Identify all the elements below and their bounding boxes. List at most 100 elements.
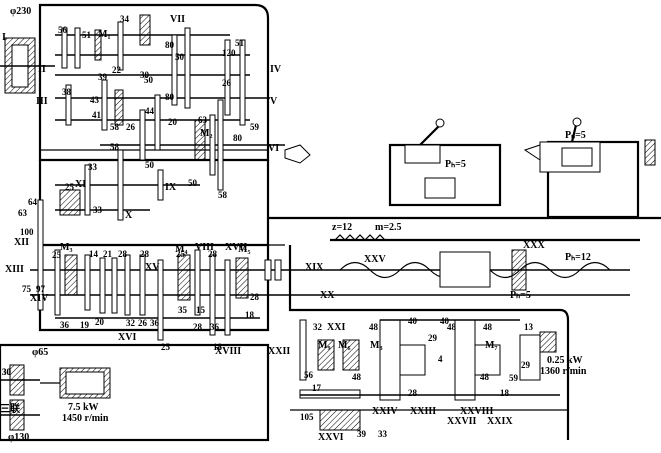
gear-teeth-label-29: 33 xyxy=(93,205,103,215)
input-pulley xyxy=(0,37,55,94)
gear-teeth-label-26: 58 xyxy=(110,142,120,152)
gear-teeth-label-72: 4 xyxy=(438,354,443,364)
gear-teeth-label-20: 50 xyxy=(188,178,198,188)
shaft-III: III xyxy=(36,96,48,107)
gear-teeth-label-15: 50 xyxy=(144,75,154,85)
shaft-V: V xyxy=(270,96,278,107)
gear-teeth-label-56: 48 xyxy=(369,322,379,332)
gear-teeth-label-51: 28 xyxy=(208,249,218,259)
gear-teeth-label-39: 28 xyxy=(118,249,128,259)
gear-teeth-label-5: 120 xyxy=(222,48,236,58)
gear-teeth-label-63: 48 xyxy=(352,372,362,382)
gear-teeth-label-34: 97 xyxy=(36,284,46,294)
clutch-M8: M₈ xyxy=(370,340,382,351)
cross-screw-pitch-label: Pₕ=5 xyxy=(510,290,531,301)
gear-teeth-label-23: 80 xyxy=(233,133,243,143)
gear-teeth-label-37: 19 xyxy=(80,320,90,330)
clutch-M7: M₇ xyxy=(485,340,497,351)
shaft-XIII: XIII xyxy=(5,264,24,275)
shaft-XVI: XVI xyxy=(118,332,136,343)
gear-teeth-label-3: 80 xyxy=(165,40,175,50)
shaft-VIII: VIII xyxy=(195,242,214,253)
gear-teeth-label-0: 56 xyxy=(58,25,68,35)
gear-teeth-label-66: 59 xyxy=(509,373,519,383)
gear-teeth-label-60: 40 xyxy=(440,316,450,326)
gear-teeth-label-61: 56 xyxy=(304,370,314,380)
gear-teeth-label-43: 28 xyxy=(140,249,150,259)
shaft-XVII: XVII xyxy=(225,242,247,253)
leadscrew-pitch-label: Pₕ=12 xyxy=(565,252,591,263)
motor-pulley xyxy=(0,364,40,431)
shaft-labels: I II III IV V VI VII VIII IX X XI XII XI… xyxy=(2,14,545,443)
gear-teeth-label-45: 36 xyxy=(150,318,160,328)
gear-teeth-label-50: 36 xyxy=(210,322,220,332)
tailstock-pitch-label: Pₙ=5 xyxy=(565,130,586,141)
gear-teeth-label-75: 32 xyxy=(313,322,323,332)
gear-teeth-label-74: 29 xyxy=(428,333,438,343)
gear-teeth-label-58: 48 xyxy=(447,322,457,332)
shaft-XVIII: XVIII xyxy=(215,346,241,357)
clutch-M5: M₅ xyxy=(238,244,250,255)
gear-teeth-label-76: 30 xyxy=(2,367,12,377)
gear-teeth-label-12: 41 xyxy=(92,110,102,120)
gear-teeth-label-69: 105 xyxy=(300,412,314,422)
motor-base xyxy=(0,343,270,442)
gear-teeth-label-64: 29 xyxy=(521,360,531,370)
clutch-M2: M₂ xyxy=(200,128,212,139)
gear-teeth-label-1: 51 xyxy=(82,30,92,40)
gear-teeth-label-41: 36 xyxy=(60,320,70,330)
shaft-XI: XI xyxy=(75,179,86,190)
gear-teeth-label-2: 34 xyxy=(120,14,130,24)
gear-teeth-label-4: 51 xyxy=(235,38,245,48)
half-nut xyxy=(439,251,491,288)
headstock-gears xyxy=(59,14,246,221)
gear-teeth-label-11: 50 xyxy=(175,52,185,62)
gear-teeth-label-13: 58 xyxy=(110,122,120,132)
gear-teeth-label-19: 26 xyxy=(222,78,232,88)
gear-teeth-label-62: 17 xyxy=(312,383,322,393)
shaft-XXII: XXII xyxy=(268,346,290,357)
gear-teeth-label-17: 80 xyxy=(165,92,175,102)
gear-teeth-label-65: 28 xyxy=(408,388,418,398)
shaft-XXV: XXV xyxy=(364,254,386,265)
gear-teeth-label-70: 39 xyxy=(357,429,367,439)
gear-number-labels: 56 51 34 80 51 120 38 43 39 22 30 50 41 … xyxy=(2,14,534,439)
apron-housing xyxy=(288,245,570,440)
rapid-motor-speed: 1360 r/min xyxy=(540,366,587,377)
gear-teeth-label-49: 25 xyxy=(176,249,186,259)
shaft-XXIV: XXIV xyxy=(372,406,398,417)
gear-teeth-label-10: 30 xyxy=(140,70,150,80)
gear-teeth-label-27: 33 xyxy=(88,162,98,172)
shaft-IX: IX xyxy=(165,182,177,193)
shaft-XXVIII: XXVIII xyxy=(460,406,493,417)
gear-teeth-label-16: 20 xyxy=(168,117,178,127)
gear-teeth-label-7: 43 xyxy=(90,95,100,105)
gear-teeth-label-8: 39 xyxy=(98,72,108,82)
shaft-XIX: XIX xyxy=(305,262,324,273)
main-motor-power: 7.5 kW xyxy=(68,402,99,413)
gear-teeth-label-68: 18 xyxy=(500,388,510,398)
shaft-XXX: XXX xyxy=(523,240,545,251)
rapid-motor xyxy=(539,331,557,353)
gear-teeth-label-25: 50 xyxy=(145,160,155,170)
shaft-VII: VII xyxy=(170,14,185,25)
shaft-X: X xyxy=(125,210,133,221)
tailstock xyxy=(523,117,656,219)
gear-teeth-label-14: 26 xyxy=(126,122,136,132)
rack-teeth-label: z=12 xyxy=(332,222,352,233)
gear-teeth-label-33: 75 xyxy=(22,284,32,294)
shaft-VI: VI xyxy=(268,143,279,154)
gear-teeth-label-59: 40 xyxy=(408,316,418,326)
gear-teeth-label-55: 15 xyxy=(196,305,206,315)
gear-teeth-label-73: 13 xyxy=(524,322,534,332)
gear-teeth-label-71: 33 xyxy=(378,429,388,439)
shaft-XIV: XIV xyxy=(30,293,49,304)
gear-teeth-label-57: 48 xyxy=(483,322,493,332)
clutch-M1: M₁ xyxy=(98,29,110,40)
shaft-XV: XV xyxy=(145,262,160,273)
gear-teeth-label-21: 59 xyxy=(250,122,260,132)
shaft-IV: IV xyxy=(270,64,282,75)
shaft-XXIX: XXIX xyxy=(487,416,513,427)
spindle-center xyxy=(284,144,311,164)
